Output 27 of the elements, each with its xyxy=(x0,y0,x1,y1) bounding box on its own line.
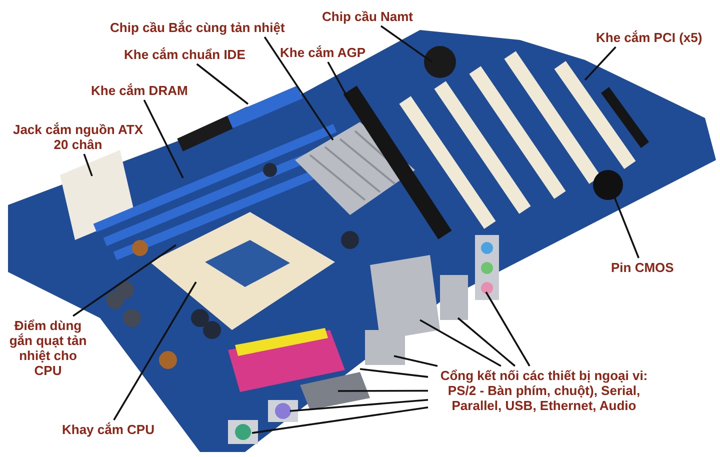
leader-line xyxy=(485,292,530,366)
callout-label: Khay cắm CPU xyxy=(62,422,154,437)
callout-label: Cổng kết nối các thiết bị ngoại vi: PS/2 - Bàn phím, chuột), Serial, Parallel, USB, Ethernet, Audio xyxy=(430,368,658,413)
leader-line xyxy=(360,368,428,378)
leader-line xyxy=(457,317,516,367)
leader-line xyxy=(584,46,616,81)
callout-label: Jack cắm nguồn ATX 20 chân xyxy=(4,122,152,152)
callout-label: Điểm dùng gắn quạt tản nhiệt cho CPU xyxy=(4,318,92,378)
callout-label: Khe cắm PCI (x5) xyxy=(596,30,702,45)
leader-line xyxy=(394,355,438,367)
leader-line xyxy=(113,282,197,420)
callout-label: Khe cắm DRAM xyxy=(91,83,188,98)
leader-line xyxy=(143,100,184,178)
leader-line xyxy=(252,406,428,434)
leader-line xyxy=(420,319,502,367)
callout-label: Chip cầu Bắc cùng tản nhiệt xyxy=(110,20,285,35)
callout-label: Khe cắm chuẩn IDE xyxy=(124,47,246,62)
leader-line xyxy=(264,36,334,140)
callout-label: Pin CMOS xyxy=(611,260,674,275)
leader-line xyxy=(290,398,428,412)
leader-line xyxy=(196,63,249,105)
leader-line xyxy=(613,196,640,258)
callout-label: Khe cắm AGP xyxy=(280,45,366,60)
leader-line xyxy=(83,154,93,176)
callout-label: Chip cầu Namt xyxy=(322,9,414,24)
leader-line xyxy=(380,25,433,63)
leader-line xyxy=(338,390,428,392)
